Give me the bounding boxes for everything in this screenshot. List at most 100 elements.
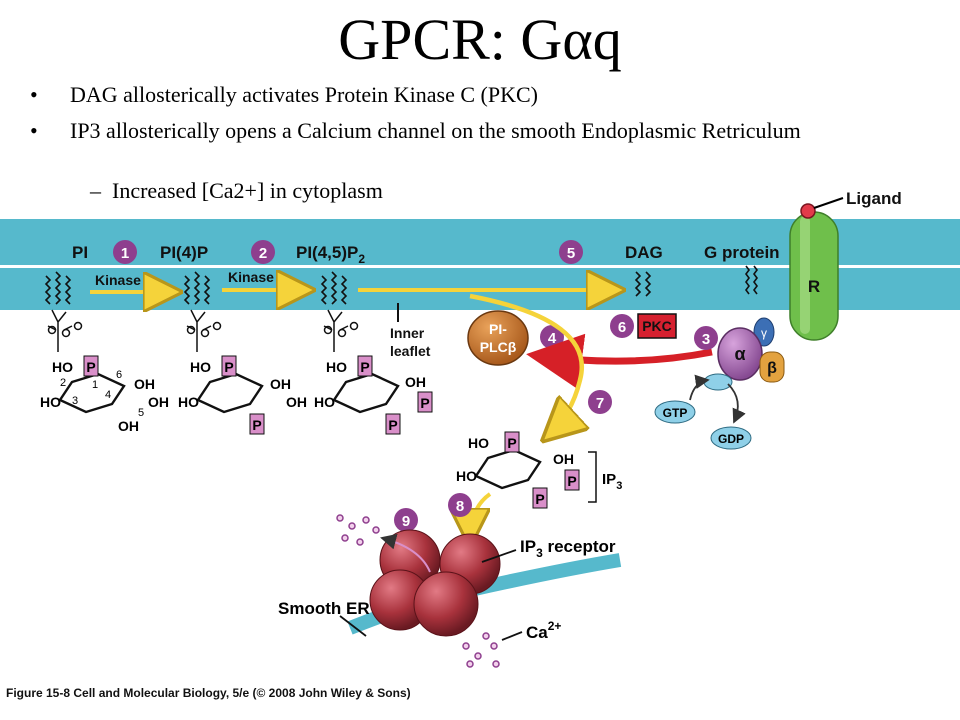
gdp-bubble: GDP: [710, 426, 752, 450]
ring1-pos-5: 5: [138, 407, 144, 419]
ip3-receptor-main: IP: [520, 537, 536, 556]
step-4-label: 4: [548, 330, 557, 347]
ring1-oh-right: OH: [134, 376, 155, 392]
calcium-ions-stored: [462, 632, 500, 668]
step-2-label: 2: [259, 245, 267, 262]
g-gamma-label: γ: [761, 326, 767, 340]
bullet-ip3-text: IP3 allosterically opens a Calcium chann…: [70, 118, 801, 143]
ip3-p-right: P: [567, 473, 576, 489]
plc-line1: PI-: [489, 321, 507, 337]
ip3-p-top: P: [507, 435, 516, 451]
ring3-p-top: P: [360, 359, 369, 375]
slide-title: GPCR: Gαq: [0, 6, 960, 74]
title-alpha: α: [562, 7, 593, 72]
ring2-p-bottom: P: [252, 417, 261, 433]
step-6-label: 6: [618, 319, 626, 336]
pkc-label: PKC: [642, 318, 672, 334]
ip3-receptor-channel: [369, 529, 501, 637]
bullet-mark: •: [30, 118, 38, 143]
ring1-p: P: [86, 359, 95, 375]
inositol-ring-pi45p2: P P P HO OH HO: [314, 355, 433, 435]
ring3-oh-right: OH: [405, 374, 426, 390]
g-to-gdp-arrow: [727, 383, 746, 424]
ring1-oh-right2: OH: [148, 394, 169, 410]
kinase-label-2: Kinase: [228, 269, 274, 285]
step-8-label: 8: [456, 498, 464, 515]
ring2-oh-right: OH: [270, 376, 291, 392]
ring1-pos-3: 3: [72, 395, 78, 407]
ca-label-sup: 2+: [548, 619, 562, 633]
inositol-ring-pi4p: P P HO OH HO OH: [178, 355, 307, 435]
ip3-ho-top: HO: [468, 435, 489, 451]
step-3: 3: [694, 326, 718, 350]
kinase-label-1: Kinase: [95, 272, 141, 288]
receptor-label: R: [808, 277, 820, 296]
ca-label-main: Ca: [526, 623, 548, 642]
g-protein-label: G protein: [704, 243, 780, 262]
calcium-ions-released: [336, 514, 380, 546]
title-q: q: [592, 7, 622, 72]
ring3-ho-left: HO: [314, 394, 335, 410]
step-8: 8: [448, 493, 472, 517]
ring1-ho-left: HO: [40, 394, 61, 410]
pi-label: PI: [72, 243, 88, 262]
plc-beta-enzyme: PI- PLCβ: [467, 310, 529, 366]
plc-to-ip3-arrow: [469, 293, 582, 436]
pkc-box: PKC: [637, 313, 677, 339]
ip3-label: IP3: [602, 471, 622, 492]
pi45p2-label: PI(4,5)P2: [296, 243, 365, 266]
pi4p-label: PI(4)P: [160, 243, 208, 262]
smooth-er-label: Smooth ER: [278, 599, 370, 618]
step-6: 6: [610, 314, 634, 338]
receptor: R: [789, 211, 839, 341]
ring1-pos-1: 1: [92, 379, 98, 391]
gtp-bubble: GTP: [654, 400, 696, 424]
step-2: 2: [251, 240, 275, 264]
ring1-oh-bottom: OH: [118, 418, 139, 434]
lipid-tails: [44, 265, 758, 305]
ring3-p-bottom: P: [388, 417, 397, 433]
gtp-to-g-arrow: [689, 374, 710, 401]
inositol-ring-pi: P HO OH HO OH OH 2 1 6 3 4 5: [40, 355, 169, 434]
ligand-pointer: [813, 197, 844, 209]
ip3-p-bottom: P: [535, 491, 544, 507]
ip3-receptor-sub: 3: [536, 546, 543, 560]
ip3-label-sub: 3: [616, 480, 622, 492]
pi45p2-sub: 2: [358, 252, 365, 266]
ring2-ho-left: HO: [178, 394, 199, 410]
g-beta-label: β: [767, 360, 777, 377]
ip3-oh-right: OH: [553, 451, 574, 467]
ligand-dot: [800, 203, 816, 219]
ring2-oh-right2: OH: [286, 394, 307, 410]
ring1-pos-2: 2: [60, 377, 66, 389]
ca-pointer: [501, 631, 523, 641]
lipid-headgroups: [47, 309, 359, 352]
ring2-p-top: P: [224, 359, 233, 375]
gtp-label: GTP: [663, 406, 688, 420]
ligand-label: Ligand: [846, 189, 902, 208]
ip3-molecule: P P P HO OH HO IP3: [456, 431, 622, 509]
step-5: 5: [559, 240, 583, 264]
ring3-p-right: P: [420, 395, 429, 411]
ip3-receptor-pointer: [481, 549, 517, 563]
gdp-label: GDP: [718, 432, 744, 446]
step-9-label: 9: [402, 513, 410, 530]
g-alpha-to-plc-arrow: [526, 333, 713, 390]
bullet-mark: •: [30, 82, 38, 107]
ip3-receptor-label: IP3 receptor: [520, 537, 616, 560]
title-main: GPCR: G: [338, 7, 563, 72]
g-protein: γ α β: [703, 317, 785, 391]
step-9: 9: [394, 508, 418, 532]
ca-label: Ca2+: [526, 619, 561, 642]
bullet-dag-text: DAG allosterically activates Protein Kin…: [70, 82, 539, 107]
inner-leaflet-line2: leaflet: [390, 343, 431, 359]
figure-caption: Figure 15-8 Cell and Molecular Biology, …: [6, 686, 411, 700]
pi45p2-main: PI(4,5)P: [296, 243, 358, 262]
step-5-label: 5: [567, 245, 575, 262]
step-7: 7: [588, 390, 612, 414]
ring1-ho-top: HO: [52, 359, 73, 375]
sub-bullet-text: Increased [Ca2+] in cytoplasm: [112, 178, 383, 203]
ca-release-arrow: [380, 533, 431, 573]
smooth-er-pointer: [339, 615, 367, 637]
